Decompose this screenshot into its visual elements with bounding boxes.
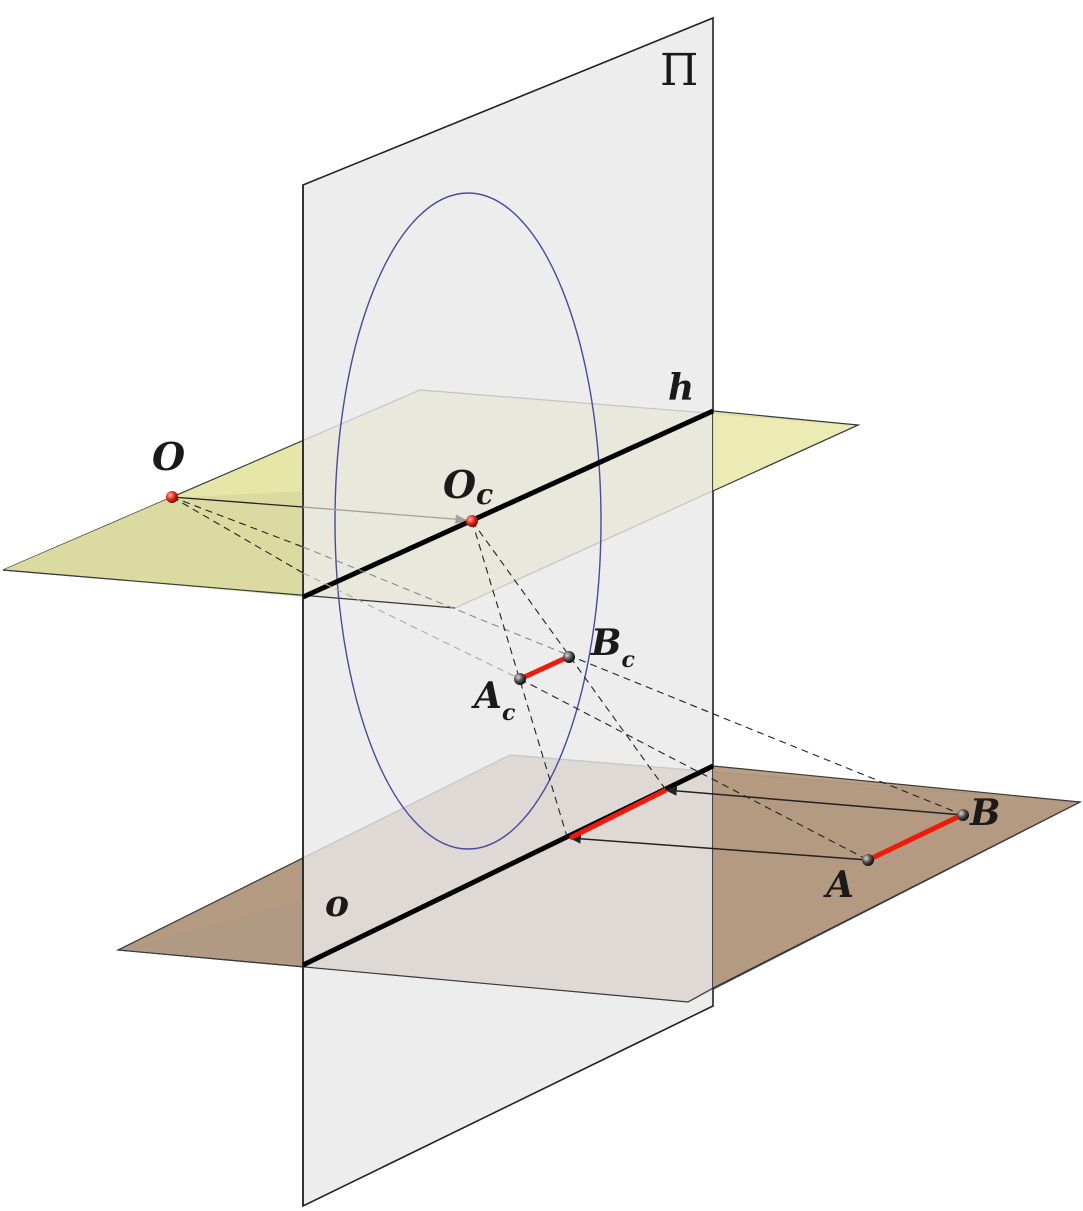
eye-to-center-line (171, 496, 304, 508)
label-a-image-main: A (471, 675, 502, 717)
vanishing-ray-1 (471, 520, 569, 841)
point-ac (514, 673, 526, 685)
point-a (862, 854, 874, 866)
picture-plane (302, 16, 714, 1208)
horizon-plane-edge (2, 569, 456, 609)
ray-eye-to-a (171, 496, 304, 574)
label-b-image: Bc (590, 622, 635, 673)
label-b-image-main: B (590, 622, 621, 664)
horizon-plane-right (713, 411, 858, 491)
ground-plane-front (118, 900, 303, 965)
point-bc (563, 651, 575, 663)
label-eye-image: Oc (443, 462, 493, 511)
point-center (466, 515, 478, 527)
ground-trace-segment (568, 787, 668, 841)
label-a-image-sub: c (502, 700, 516, 726)
label-eye: O (152, 434, 185, 479)
point-b (957, 809, 969, 821)
point-eye (166, 491, 178, 503)
ground-plane-edge (117, 949, 714, 1003)
label-point-b: B (969, 792, 1000, 834)
label-a-image: Ac (471, 675, 516, 726)
vanishing-ray-2 (471, 520, 667, 791)
segment-ac-bc (518, 654, 570, 682)
ray-eye-to-a-inner (302, 572, 521, 680)
label-eye-image-sub: c (476, 478, 493, 511)
horizon-plane-edge-right (712, 410, 861, 492)
view-circle (334, 192, 602, 850)
ground-plane-edge-right (712, 765, 1083, 989)
ray-ac-to-a (519, 678, 869, 861)
horizon-line (301, 408, 715, 600)
horizon-plane-front (3, 491, 303, 597)
label-eye-image-main: O (443, 462, 476, 507)
label-point-a: A (823, 864, 854, 906)
ground-plane-right (713, 766, 1080, 988)
foot-line-b (664, 786, 964, 816)
foot-line-a (568, 834, 869, 861)
eye-to-center-line-inner (302, 506, 468, 524)
label-ground: o (325, 883, 349, 925)
label-horizon: h (668, 367, 694, 409)
segment-ab (866, 812, 964, 863)
label-b-image-sub: c (621, 647, 635, 673)
label-plane: Π (660, 45, 698, 96)
